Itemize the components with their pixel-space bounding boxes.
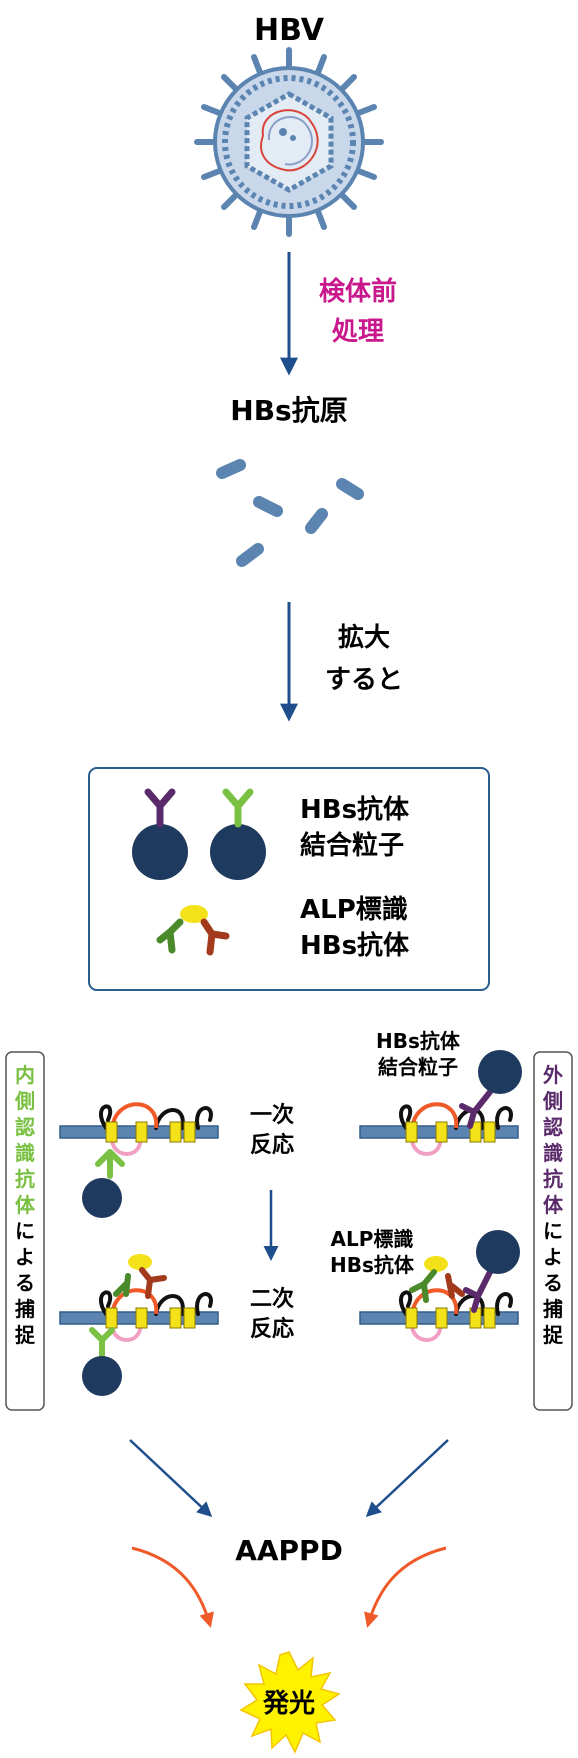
right-secondary-complex	[358, 1230, 520, 1342]
svg-text:捕: 捕	[15, 1297, 35, 1321]
reaction1-line2: 反応	[250, 1132, 294, 1158]
step2-line2: すると	[325, 665, 403, 695]
left-capture-panel	[5, 1051, 45, 1411]
legend-alp-line2: HBs抗体	[300, 930, 410, 961]
legend-particle-line1: HBs抗体	[300, 794, 410, 825]
svg-text:捕: 捕	[543, 1297, 563, 1321]
svg-text:側: 側	[542, 1089, 563, 1113]
orange-arrow-right	[364, 1546, 447, 1628]
right-alp-line2: HBs抗体	[330, 1253, 415, 1277]
glow-label: 発光	[262, 1689, 315, 1719]
svg-text:る: る	[543, 1271, 563, 1295]
step1-line2: 処理	[332, 317, 384, 347]
svg-text:識: 識	[543, 1141, 563, 1165]
svg-text:捉: 捉	[543, 1323, 564, 1347]
svg-text:体: 体	[15, 1193, 36, 1217]
arrow-left-to-aappd	[129, 1439, 213, 1518]
svg-text:捉: 捉	[15, 1323, 36, 1347]
step2-line1: 拡大	[338, 623, 390, 653]
svg-text:抗: 抗	[543, 1167, 563, 1191]
alp-antibody-icon	[156, 905, 230, 956]
svg-text:側: 側	[14, 1089, 35, 1113]
hbs-antigen-fragments	[216, 459, 364, 567]
particle-green-icon	[210, 788, 266, 880]
right-primary-complex	[358, 1050, 522, 1156]
right-capture-panel	[533, 1051, 573, 1411]
legend-particle-line2: 結合粒子	[300, 830, 404, 861]
reaction1-line1: 一次	[250, 1102, 294, 1128]
svg-text:外: 外	[543, 1063, 563, 1087]
svg-text:認: 認	[543, 1115, 563, 1139]
arrow-right-to-aappd	[365, 1439, 449, 1518]
left-capture-text: 内 側 認 識 抗 体 に よ る 捕 捉	[14, 1063, 36, 1347]
title: HBV	[254, 13, 325, 48]
svg-text:よ: よ	[15, 1245, 35, 1269]
svg-text:よ: よ	[543, 1245, 563, 1269]
aappd-label: AAPPD	[235, 1534, 343, 1567]
svg-text:体: 体	[543, 1193, 564, 1217]
svg-text:に: に	[15, 1219, 35, 1243]
left-secondary-complex	[58, 1254, 220, 1396]
left-primary-complex	[58, 1102, 220, 1218]
legend-alp-line1: ALP標識	[300, 895, 408, 925]
step1-line1: 検体前	[319, 276, 397, 307]
glow-starburst-icon	[239, 1651, 341, 1754]
right-alp-line1: ALP標識	[331, 1227, 414, 1251]
hbv-virus-icon	[194, 47, 384, 237]
svg-text:る: る	[15, 1271, 35, 1295]
particle-purple-icon	[132, 788, 188, 880]
reaction2-line1: 二次	[250, 1286, 294, 1312]
svg-text:抗: 抗	[15, 1167, 35, 1191]
right-capture-text: 外 側 認 識 抗 体 に よ る 捕 捉	[542, 1063, 564, 1347]
svg-text:内: 内	[15, 1063, 35, 1087]
svg-text:識: 識	[15, 1141, 35, 1165]
svg-text:に: に	[543, 1219, 563, 1243]
right-particle-line1: HBs抗体	[376, 1029, 461, 1053]
right-particle-line2: 結合粒子	[378, 1055, 458, 1079]
legend-box	[88, 767, 490, 991]
reaction2-line2: 反応	[250, 1316, 294, 1342]
antigen-label: HBs抗原	[230, 394, 347, 427]
orange-arrow-left	[131, 1546, 214, 1628]
svg-text:認: 認	[15, 1115, 35, 1139]
